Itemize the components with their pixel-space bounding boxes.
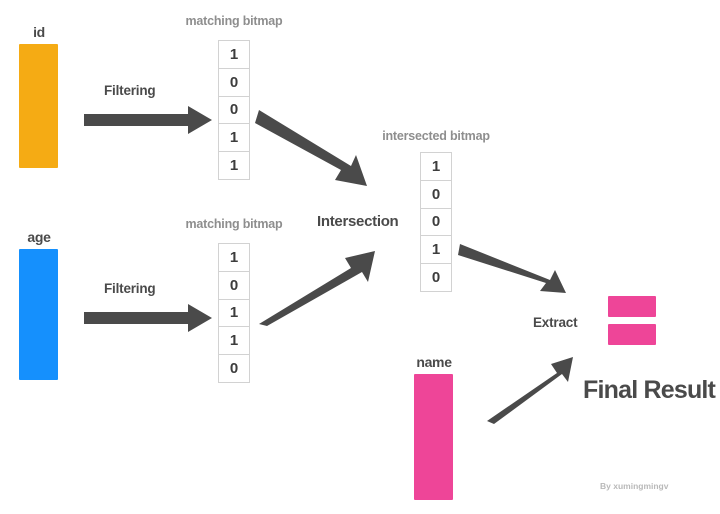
bitmap-cell: 1 <box>219 124 249 153</box>
bitmap-cell: 0 <box>229 360 239 378</box>
bitmap-cell: 1 <box>219 327 249 356</box>
bitmap-cell: 0 <box>421 209 451 237</box>
age-matching-bitmap-caption: matching bitmap <box>185 217 283 231</box>
bitmap-cell: 0 <box>219 97 249 125</box>
age-column-label: age <box>27 229 51 245</box>
age-matching-bitmap: 1 0 1 1 0 <box>218 243 250 383</box>
intersected-bitmap-caption: intersected bitmap <box>382 129 490 143</box>
bitmap-cell: 1 <box>229 157 239 175</box>
name-column-to-extract-arrow <box>485 355 575 425</box>
filtering-age-arrow <box>84 302 214 334</box>
final-result-bar-row-1 <box>608 296 656 317</box>
id-matching-bitmap-caption: matching bitmap <box>185 14 283 28</box>
intersected-bitmap: 1 0 0 1 0 <box>420 152 452 292</box>
name-column-label: name <box>416 354 452 370</box>
author-watermark: By xumingmingv <box>600 481 669 491</box>
bitmap-cell: 0 <box>219 272 249 300</box>
bitmap-cell: 1 <box>421 236 451 265</box>
bitmap-cell: 0 <box>219 69 249 97</box>
extract-label: Extract <box>533 315 578 330</box>
bitmap-cell: 1 <box>219 41 249 69</box>
bitmap-cell: 1 <box>219 300 249 328</box>
intersection-label: Intersection <box>317 213 399 230</box>
final-result-label: Final Result <box>583 376 716 404</box>
intersected-bitmap-to-extract-arrow <box>458 244 573 294</box>
bitmap-cell: 0 <box>421 181 451 209</box>
id-column-bar <box>19 44 58 168</box>
id-matching-bitmap: 1 0 0 1 1 <box>218 40 250 180</box>
bitmap-cell: 1 <box>219 244 249 272</box>
filtering-id-label: Filtering <box>104 83 156 98</box>
filtering-id-arrow <box>84 104 214 136</box>
name-column-bar <box>414 374 453 500</box>
age-bitmap-to-intersection-arrow <box>255 248 377 328</box>
id-column-label: id <box>33 24 45 40</box>
filtering-age-label: Filtering <box>104 281 156 296</box>
bitmap-cell: 1 <box>421 153 451 181</box>
age-column-bar <box>19 249 58 380</box>
id-bitmap-to-intersection-arrow <box>255 108 375 193</box>
bitmap-cell: 0 <box>431 269 441 287</box>
final-result-bar-row-2 <box>608 324 656 345</box>
